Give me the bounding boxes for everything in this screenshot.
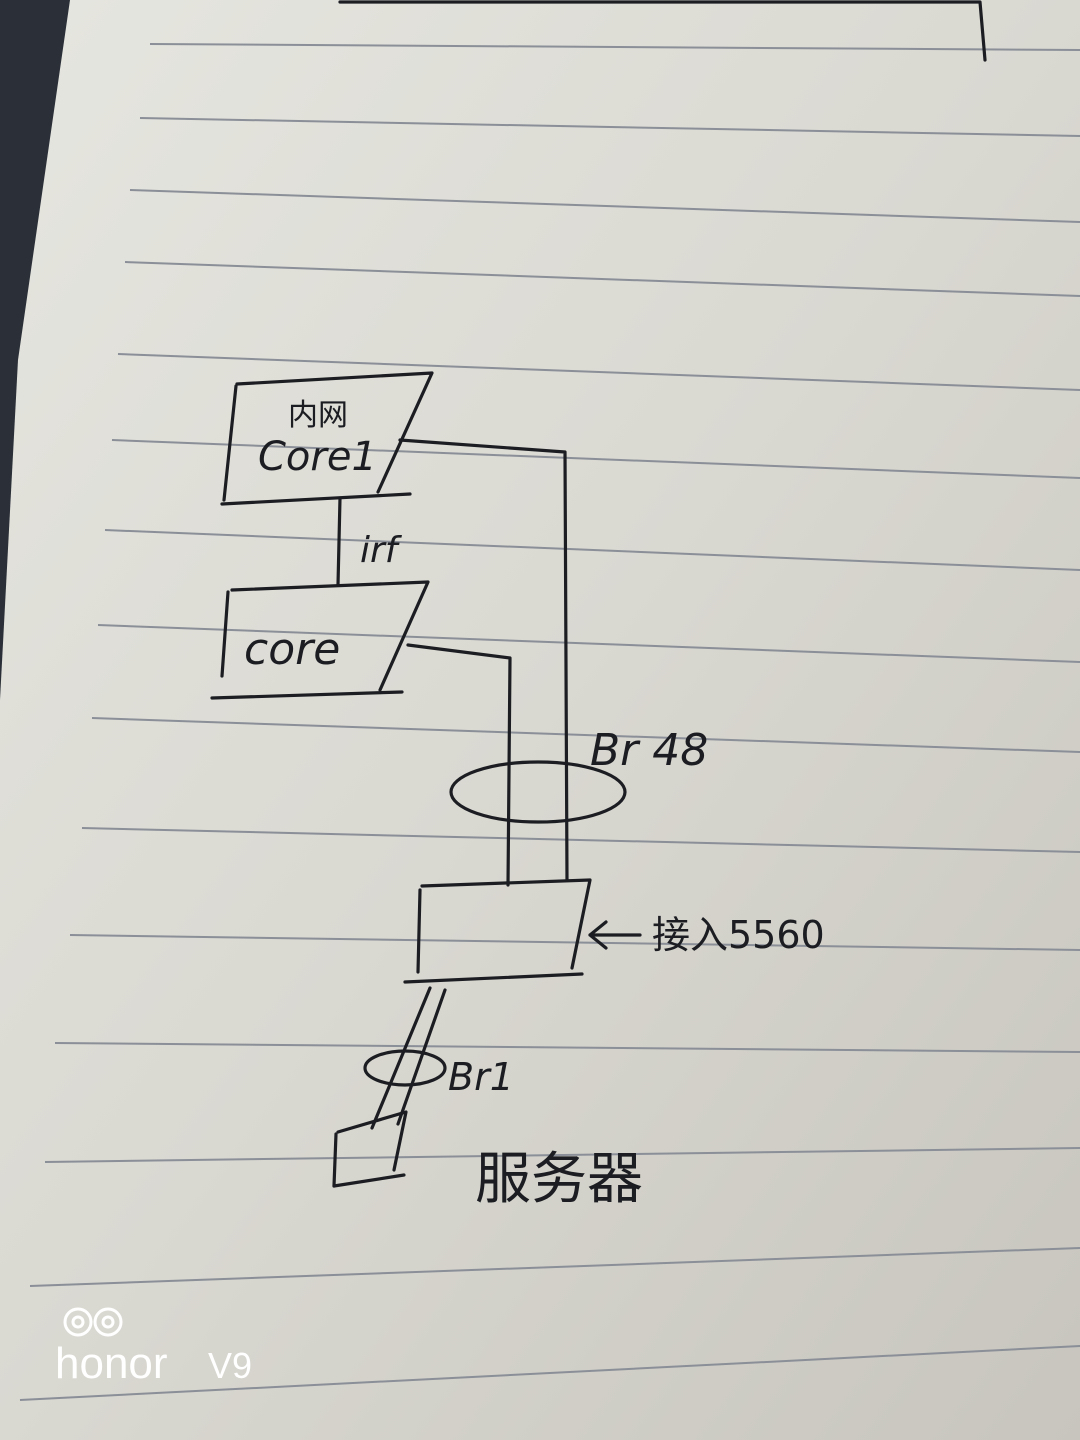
watermark-model: V9 xyxy=(208,1345,252,1386)
core1-label: Core1 xyxy=(258,434,377,480)
core-label: core xyxy=(244,624,340,675)
br1-label: Br1 xyxy=(448,1055,514,1099)
core1-title: 内网 xyxy=(288,398,348,433)
watermark-brand: honor xyxy=(55,1339,168,1388)
irf-label: irf xyxy=(360,530,403,571)
br48-label: Br 48 xyxy=(590,725,708,776)
server-label: 服务器 xyxy=(475,1147,643,1212)
access-switch-label: 接入5560 xyxy=(652,913,825,957)
